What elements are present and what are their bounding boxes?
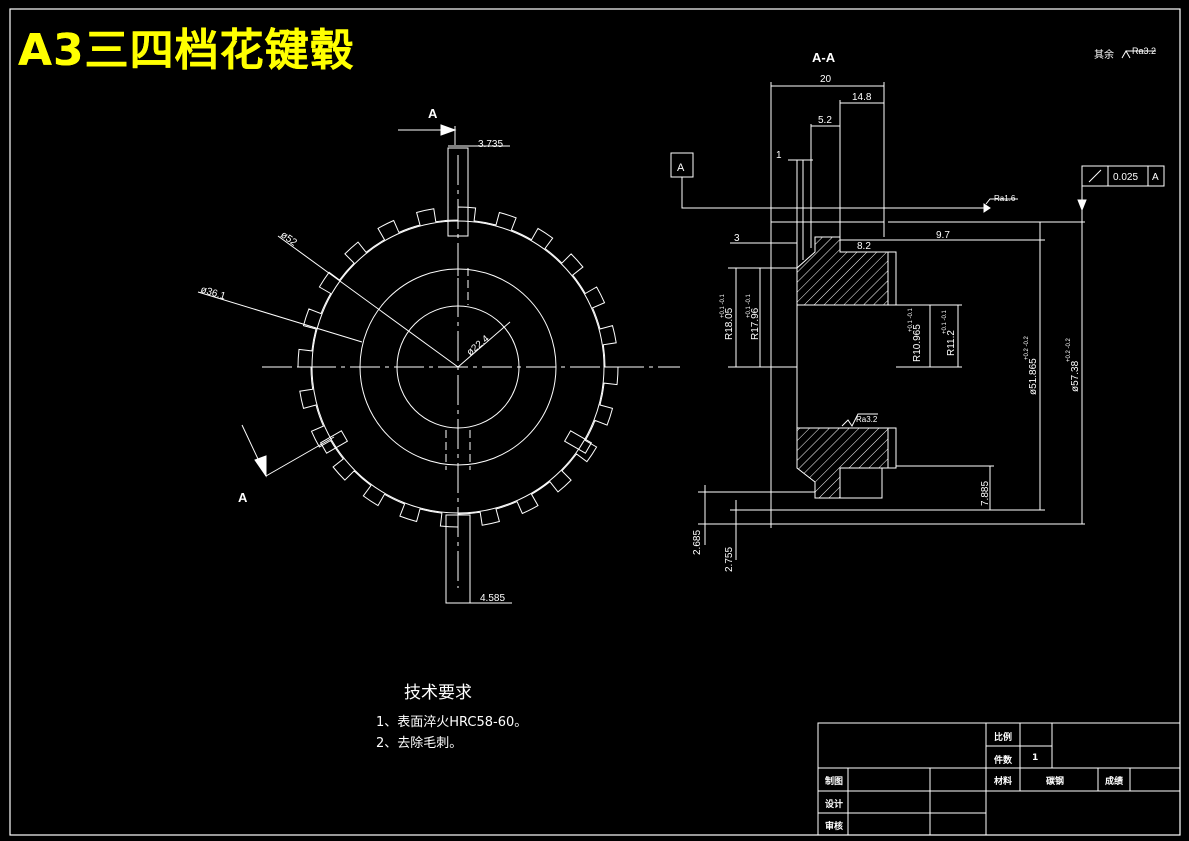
dim-h7-885: 7.885 bbox=[980, 481, 991, 506]
dim-d51-tol: +0.2 -0.2 bbox=[1024, 335, 1030, 360]
dim-d57: ø57.38 bbox=[1070, 360, 1081, 392]
title-block-qty-value: 1 bbox=[1032, 753, 1039, 763]
dim-w20: 20 bbox=[820, 74, 832, 85]
datum-label: A bbox=[677, 162, 685, 174]
dim-w1: 1 bbox=[776, 150, 782, 161]
dim-w9-7: 9.7 bbox=[936, 230, 950, 241]
tolerance-value: 0.025 bbox=[1113, 172, 1138, 183]
dim-r17-tol: +0.1 -0.1 bbox=[746, 293, 752, 318]
dim-w8-2: 8.2 bbox=[857, 241, 871, 252]
title-block-material-value: 碳钢 bbox=[1046, 777, 1065, 787]
tech-requirements-title: 技术要求 bbox=[404, 683, 472, 703]
section-label: A-A bbox=[812, 50, 836, 65]
dim-d22: ø22.4 bbox=[465, 333, 492, 358]
dim-r17: R17.96 bbox=[750, 307, 761, 340]
title-block-drawn-label: 制图 bbox=[825, 777, 844, 787]
tolerance-ref: A bbox=[1152, 172, 1159, 183]
tech-requirement-1: 1、表面淬火HRC58-60。 bbox=[376, 715, 528, 730]
spline-outline bbox=[297, 206, 619, 528]
dim-w5-2: 5.2 bbox=[818, 115, 832, 126]
surface-note-prefix: 其余 bbox=[1094, 48, 1114, 61]
tech-requirement-2: 2、去除毛刺。 bbox=[376, 736, 463, 751]
dim-d57-tol: +0.2 -0.2 bbox=[1066, 337, 1072, 362]
title-block-qty-label: 件数 bbox=[994, 756, 1013, 766]
title-block-review-label: 审核 bbox=[825, 822, 844, 832]
roughness-mid: Ra3.2 bbox=[856, 415, 878, 424]
dim-slot-bottom: 4.585 bbox=[480, 593, 505, 604]
cut-label-top: A bbox=[428, 106, 438, 121]
section-view bbox=[670, 49, 1165, 560]
sheet-border bbox=[9, 8, 1181, 836]
dim-d36: ø36.1 bbox=[199, 284, 227, 302]
dim-d52: ø52 bbox=[278, 230, 299, 249]
drawing-title: A3三四档花键毂 bbox=[18, 25, 355, 76]
dim-r18: R18.05 bbox=[724, 307, 735, 340]
dim-h2-685: 2.685 bbox=[692, 530, 703, 555]
dim-w14-8: 14.8 bbox=[852, 92, 872, 103]
dim-r10: R10.965 bbox=[912, 324, 923, 362]
dim-slot-top: 3.735 bbox=[478, 139, 503, 150]
dim-h2-755: 2.755 bbox=[724, 547, 735, 572]
dim-r10-tol: +0.1 -0.1 bbox=[908, 307, 914, 332]
title-block bbox=[817, 722, 1181, 836]
roughness-top: Ra1.6 bbox=[994, 194, 1016, 203]
title-block-material-label: 材料 bbox=[994, 777, 1013, 787]
title-block-scale-label: 比例 bbox=[994, 733, 1013, 743]
dim-r11: R11.2 bbox=[946, 330, 957, 356]
dim-w3: 3 bbox=[734, 233, 740, 244]
dim-d51: ø51.865 bbox=[1028, 358, 1039, 395]
title-block-grade-label: 成绩 bbox=[1105, 777, 1124, 787]
dim-r11-tol: +0.1 -0.1 bbox=[942, 309, 948, 334]
cut-label-bottom: A bbox=[238, 490, 248, 505]
title-block-design-label: 设计 bbox=[825, 800, 844, 810]
dim-r18-tol: +0.1 -0.1 bbox=[720, 293, 726, 318]
front-view bbox=[197, 124, 680, 604]
